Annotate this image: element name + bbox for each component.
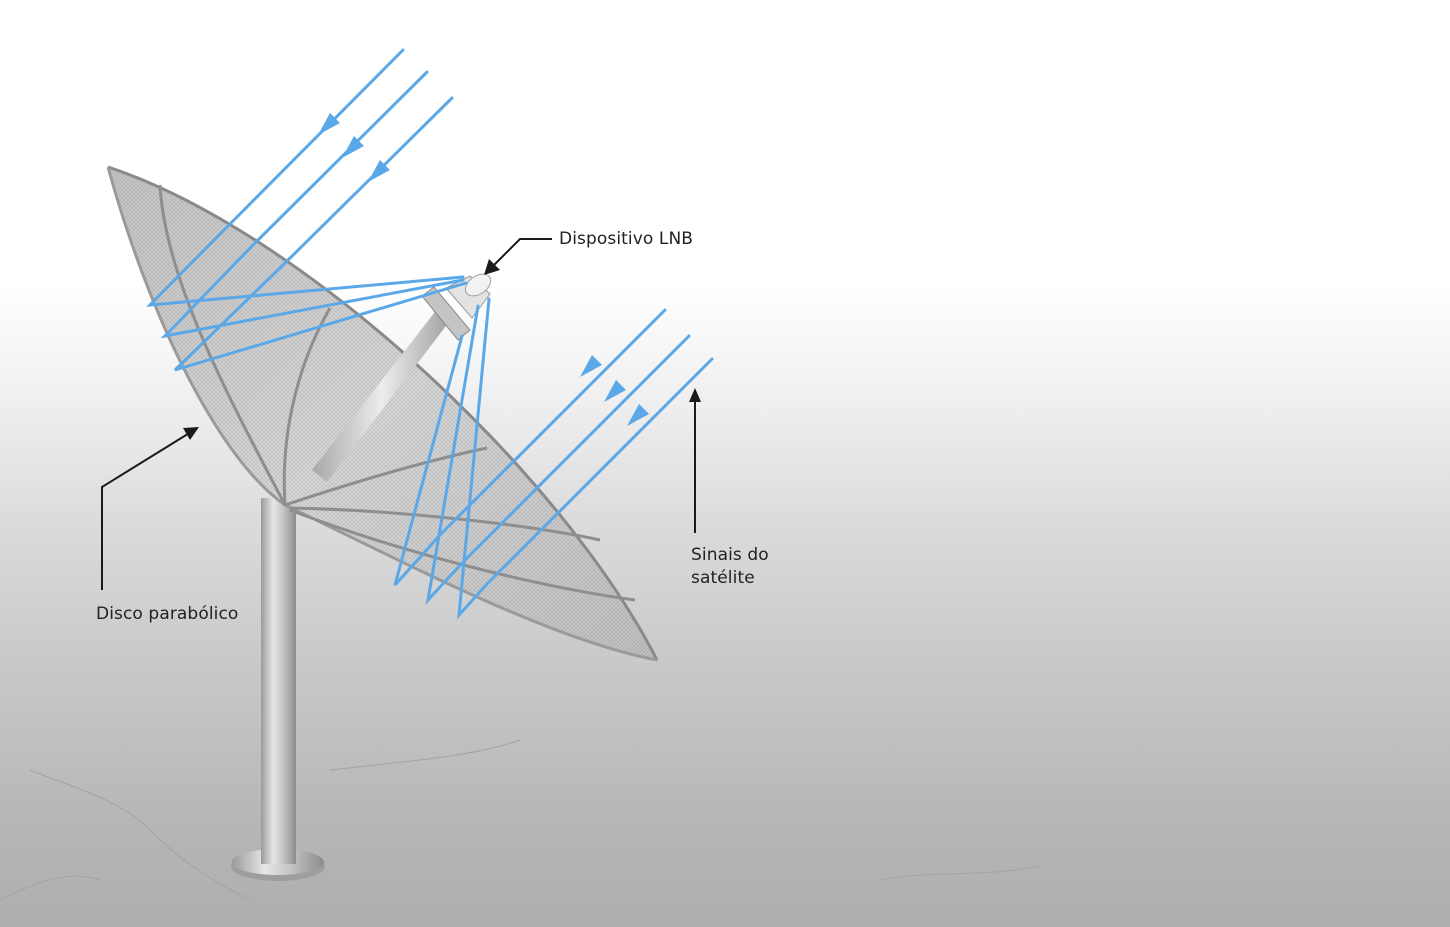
parabolic-dish <box>106 165 659 662</box>
pointer-arrows <box>101 238 696 590</box>
ray-arrowheads <box>318 113 649 426</box>
signals-label-line2: satélite <box>691 568 755 588</box>
lnb-label: Dispositivo LNB <box>559 229 694 249</box>
signals-label: Sinais do satélite <box>691 544 769 590</box>
mast <box>231 498 325 881</box>
signal-rays <box>146 48 714 620</box>
dish-label: Disco parabólico <box>96 604 239 624</box>
lnb-support <box>312 308 452 482</box>
ground-texture <box>0 739 1041 901</box>
pointer-arrowheads <box>183 259 701 440</box>
signals-label-line1: Sinais do <box>691 545 769 565</box>
